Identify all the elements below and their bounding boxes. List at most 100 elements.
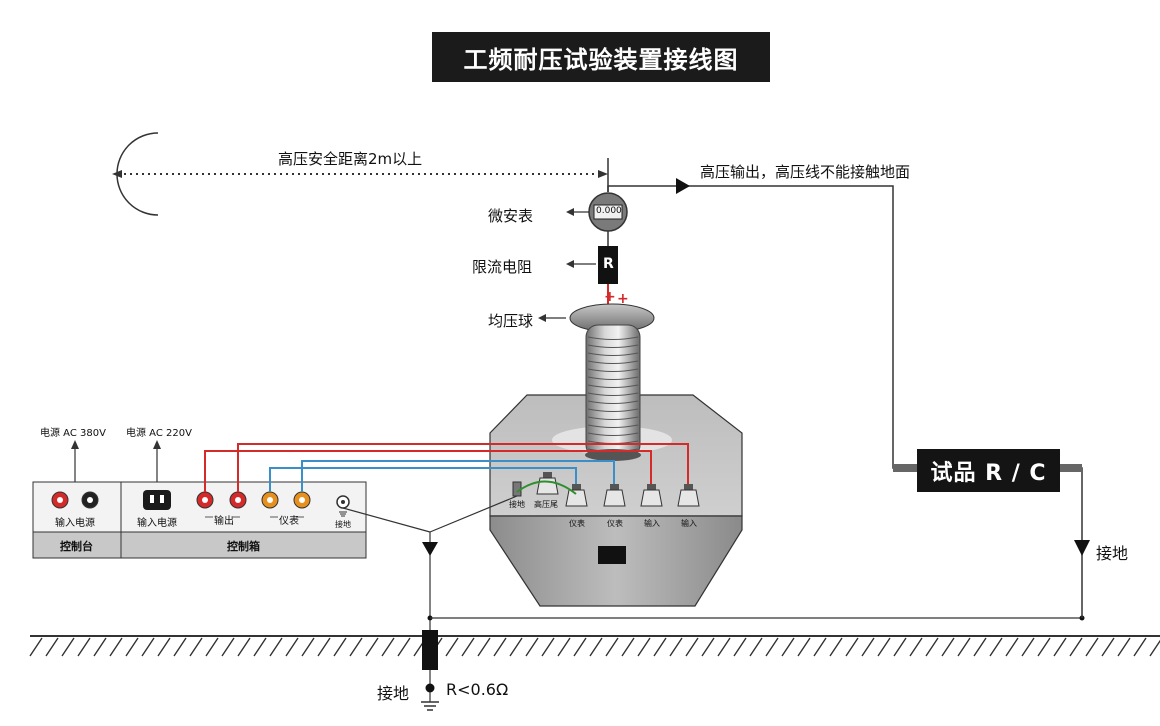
meter-post-1 xyxy=(565,484,588,507)
earth-hatch-mark xyxy=(173,637,187,657)
earth-hatch-mark xyxy=(77,637,91,657)
coil-rib xyxy=(587,408,639,412)
earth-hatch-mark xyxy=(141,637,155,657)
earth-hatch-mark xyxy=(109,637,123,657)
earth-hatch-mark xyxy=(637,637,651,657)
earth-hatch-mark xyxy=(541,637,555,657)
coil-rib xyxy=(587,360,639,364)
earth-hatch-mark xyxy=(781,637,795,657)
earth-hatch-mark xyxy=(733,637,747,657)
earth-hatch-mark xyxy=(1133,637,1147,657)
tf-input-label-2: 输入 xyxy=(681,519,697,528)
resistor-icon xyxy=(598,246,618,284)
svg-text:+: + xyxy=(617,291,629,307)
hv-output-arrow xyxy=(676,178,690,194)
earth-hatch-mark xyxy=(301,637,315,657)
red-wire-1 xyxy=(204,450,652,492)
earth-hatch-mark xyxy=(157,637,171,657)
console-label: 控制台 xyxy=(60,540,93,553)
earth-hatch-mark xyxy=(525,637,539,657)
earth-hatch-mark xyxy=(1101,637,1115,657)
coil-rib xyxy=(587,344,639,348)
earth-hatch-mark xyxy=(861,637,875,657)
earth-hatch-mark xyxy=(61,637,75,657)
tf-meter-label-2: 仪表 xyxy=(607,519,623,528)
power-380-label: 电源 AC 380V xyxy=(40,428,106,439)
earth-hatch-mark xyxy=(317,637,331,657)
coil-rib xyxy=(587,416,639,420)
earth-hatch-mark xyxy=(445,637,459,657)
coil-rib xyxy=(587,392,639,396)
earth-hatch-mark xyxy=(573,637,587,657)
earth-hatch-mark xyxy=(557,637,571,657)
safety-distance-label: 高压安全距离2m以上 xyxy=(278,150,423,168)
input-power-label-1: 输入电源 xyxy=(55,518,95,529)
earth-hatch-mark xyxy=(1021,637,1035,657)
tf-hv-tail-label: 高压尾 xyxy=(534,500,558,509)
coil-rib xyxy=(587,368,639,372)
earth-hatch-mark xyxy=(29,637,43,657)
earth-hatch-mark xyxy=(765,637,779,657)
green-jumper-wire xyxy=(516,480,577,495)
earth-hatch-mark xyxy=(189,637,203,657)
coil-rib xyxy=(587,432,639,436)
microammeter-label: 微安表 xyxy=(488,207,534,225)
grading-ball-label: 均压球 xyxy=(488,312,534,330)
blue-wire-1 xyxy=(269,467,577,492)
earth-hatch-mark xyxy=(365,637,379,657)
blue-wire-2 xyxy=(301,460,615,492)
earth-hatch-mark xyxy=(749,637,763,657)
earth-hatch-mark xyxy=(285,637,299,657)
coil-rib xyxy=(587,424,639,428)
earth-hatch-mark xyxy=(333,637,347,657)
ground-right-label: 接地 xyxy=(1096,544,1129,563)
earth-hatch-mark xyxy=(653,637,667,657)
earth-hatch-mark xyxy=(669,637,683,657)
transformer-coil xyxy=(585,324,641,458)
red-wire-2 xyxy=(237,443,689,492)
ground-bottom-label: 接地 xyxy=(377,684,410,703)
earth-hatch-mark xyxy=(381,637,395,657)
earth-hatch-mark xyxy=(941,637,955,657)
earth-hatch-mark xyxy=(45,637,59,657)
earth-hatch-mark xyxy=(397,637,411,657)
tf-meter-label-1: 仪表 xyxy=(569,519,585,528)
coil-rib xyxy=(587,384,639,388)
tf-input-label-1: 输入 xyxy=(644,519,660,528)
earth-hatch-mark xyxy=(621,637,635,657)
ground-electrode xyxy=(422,630,438,670)
earth-hatch-mark xyxy=(925,637,939,657)
earth-hatch-mark xyxy=(509,637,523,657)
earth-hatch-mark xyxy=(93,637,107,657)
earth-hatch-mark xyxy=(269,637,283,657)
earth-hatch-mark xyxy=(813,637,827,657)
power-220-label: 电源 AC 220V xyxy=(126,428,192,439)
earth-hatch-mark xyxy=(1069,637,1083,657)
page-title: 工频耐压试验装置接线图 xyxy=(432,32,770,82)
resistor-letter: R xyxy=(603,256,614,272)
earth-hatch-mark xyxy=(349,637,363,657)
earth-hatch-mark xyxy=(829,637,843,657)
earth-hatch-mark xyxy=(717,637,731,657)
earth-hatch-mark xyxy=(221,637,235,657)
earth-hatch-mark xyxy=(461,637,475,657)
earth-hatch-mark xyxy=(989,637,1003,657)
coil-rib xyxy=(587,352,639,356)
earth-hatch-mark xyxy=(1005,637,1019,657)
earth-hatch-mark xyxy=(909,637,923,657)
earth-hatch-mark xyxy=(701,637,715,657)
input-power-label-2: 输入电源 xyxy=(137,518,177,529)
ground-terminal-label: 接地 xyxy=(335,520,351,529)
earth-hatch-mark xyxy=(589,637,603,657)
input-post-2 xyxy=(677,484,700,507)
earth-hatch-mark xyxy=(477,637,491,657)
meter-label: 仪表 xyxy=(279,516,299,527)
svg-text:+: + xyxy=(604,289,616,305)
earth-hatch-mark xyxy=(1149,639,1160,657)
meter-post-2 xyxy=(603,484,626,507)
hv-output-label: 高压输出，高压线不能接触地面 xyxy=(700,163,911,181)
earth-hatch-mark xyxy=(893,637,907,657)
earth-hatch-mark xyxy=(797,637,811,657)
